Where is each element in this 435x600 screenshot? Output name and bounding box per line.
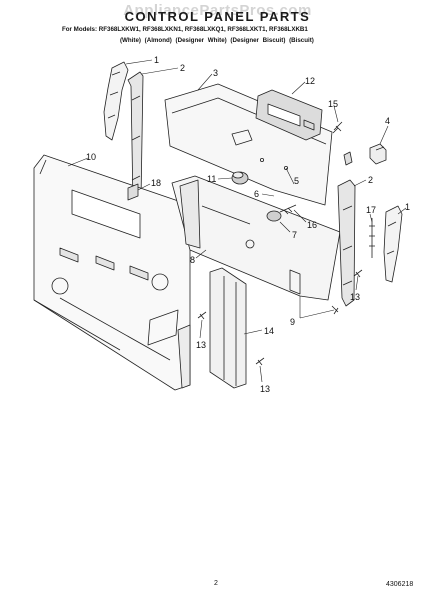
callout-17: 17 [366, 205, 376, 215]
finishes-line: (White) (Almond) (Designer White) (Desig… [120, 37, 314, 44]
callout-6: 6 [254, 189, 259, 199]
part-screw-9 [331, 305, 339, 315]
callout-1-right: 1 [405, 202, 410, 212]
part-screw-15 [332, 121, 343, 134]
callout-1: 1 [154, 55, 159, 65]
part-side-trim-right [337, 179, 356, 307]
document-number: 4306218 [386, 581, 414, 588]
callout-18: 18 [151, 178, 161, 188]
callout-13-bottom: 13 [260, 384, 270, 394]
part-shield-14 [209, 267, 247, 389]
callout-9: 9 [290, 317, 295, 327]
callout-3: 3 [213, 68, 218, 78]
callout-10: 10 [86, 152, 96, 162]
part-clock-module [255, 89, 323, 141]
page-number: 2 [214, 580, 218, 587]
part-bracket-4 [369, 143, 387, 165]
watermark: AppliancePartsPros.com [123, 2, 312, 19]
callout-12: 12 [305, 76, 315, 86]
models-line: For Models: RF368LXKW1, RF368LXKN1, RF36… [62, 26, 308, 33]
callout-labels: 1 2 3 12 15 4 10 18 11 6 5 2 7 16 17 1 8… [86, 55, 410, 394]
callout-2: 2 [180, 63, 185, 73]
callout-14: 14 [264, 326, 274, 336]
callout-7: 7 [292, 230, 297, 240]
part-knob-11 [231, 171, 249, 185]
callout-4: 4 [385, 116, 390, 126]
callout-15: 15 [328, 99, 338, 109]
part-screw-17 [369, 218, 375, 258]
part-manifold-panel [171, 175, 341, 301]
callout-13-right: 13 [350, 292, 360, 302]
part-clip-18 [127, 183, 139, 201]
callout-16: 16 [307, 220, 317, 230]
callout-11: 11 [207, 174, 216, 184]
callout-13-left: 13 [196, 340, 206, 350]
page-title: CONTROL PANEL PARTS [124, 9, 311, 24]
part-end-cap-left [103, 61, 129, 141]
callout-5: 5 [294, 176, 299, 186]
callout-2-right: 2 [368, 175, 373, 185]
part-screw-13 [197, 269, 363, 366]
part-end-cap-right [383, 205, 403, 283]
part-rear-panel [33, 154, 191, 391]
callout-8: 8 [190, 255, 195, 265]
part-knob-16 [266, 204, 297, 222]
